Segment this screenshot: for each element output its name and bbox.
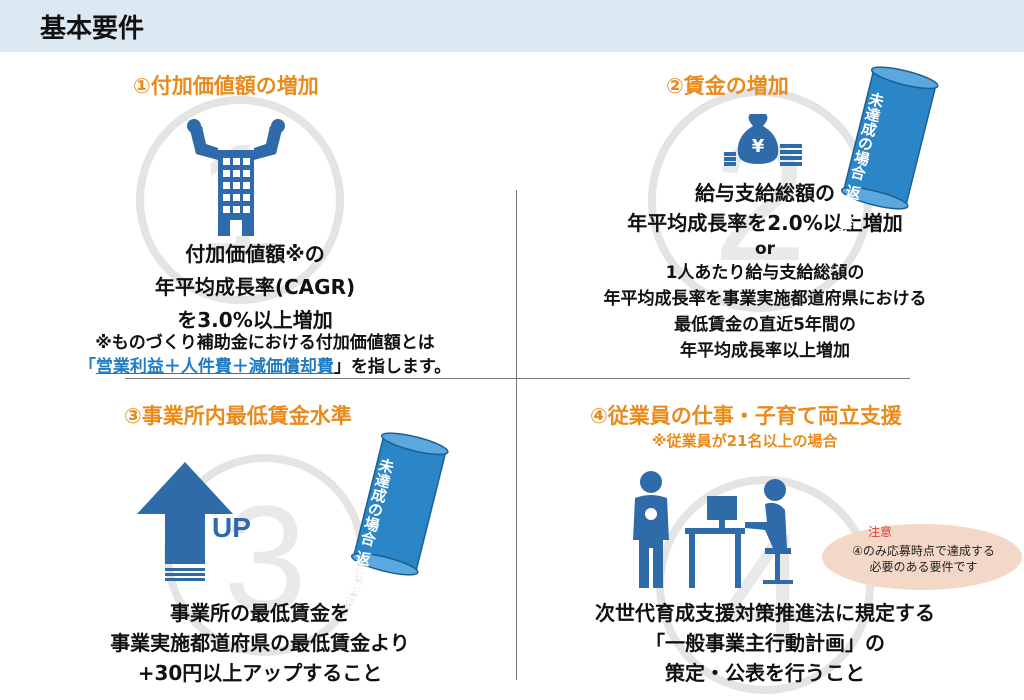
section-3-line-2: 事業実施都道府県の最低賃金より xyxy=(110,631,410,655)
section-2-body: 給与支給総額の 年平均成長率を2.0%以上増加 or 1人あたり給与支給総額の … xyxy=(555,178,975,364)
up-label: UP xyxy=(212,512,251,543)
section-3-title: ③事業所内最低賃金水準 xyxy=(124,404,352,428)
note-line-1: ④のみ応募時点で達成する xyxy=(852,544,995,558)
horizontal-divider xyxy=(125,378,910,379)
section-1-title: ①付加価値額の増加 xyxy=(133,74,319,98)
section-2-line-4: 1人あたり給与支給総額の xyxy=(665,263,865,283)
section-1-note-definition: 「営業利益＋人件費＋減価償却費」を指します。 xyxy=(40,352,490,377)
header-bar: 基本要件 xyxy=(0,0,1024,52)
money-bag-icon: ¥ xyxy=(724,114,802,166)
note-line-2: 必要のある要件です xyxy=(869,560,978,574)
page-title: 基本要件 xyxy=(40,14,145,44)
section-4-line-3: 策定・公表を行うこと xyxy=(665,661,865,685)
section-2-line-2: 年平均成長率を2.0%以上増加 xyxy=(627,211,903,235)
section-4-title: ④従業員の仕事・子育て両立支援 xyxy=(590,404,902,428)
section-4-body: 次世代育成支援対策推進法に規定する 「一般事業主行動計画」の 策定・公表を行うこ… xyxy=(545,598,985,688)
section-1-line-3: を3.0%以上増加 xyxy=(177,308,333,332)
section-4-subtitle: ※従業員が21名以上の場合 xyxy=(652,432,838,450)
section-4-line-2: 「一般事業主行動計画」の xyxy=(645,631,885,655)
quote-close-suffix: 」を指します。 xyxy=(333,357,452,377)
svg-text:3: 3 xyxy=(223,474,306,642)
quote-open: 「 xyxy=(78,357,96,377)
note-body: ④のみ応募時点で達成する 必要のある要件です xyxy=(836,543,1011,575)
section-3-body: 事業所の最低賃金を 事業実施都道府県の最低賃金より +30円以上アップすること xyxy=(90,598,430,688)
parent-and-worker-icon xyxy=(633,471,793,588)
building-flexing-icon xyxy=(187,119,285,236)
note-title: 注意 xyxy=(868,525,893,539)
section-1-body: 付加価値額※の 年平均成長率(CAGR) を3.0%以上増加 xyxy=(120,238,390,337)
repayment-scroll-badge-3 xyxy=(350,432,449,576)
section-4-line-1: 次世代育成支援対策推進法に規定する xyxy=(595,601,935,625)
svg-text:¥: ¥ xyxy=(752,136,765,157)
value-added-definition-link[interactable]: 営業利益＋人件費＋減価償却費 xyxy=(95,357,334,377)
section-1-note: ※ものづくり補助金における付加価値額とは xyxy=(95,333,435,353)
section-3-line-1: 事業所の最低賃金を xyxy=(170,601,350,625)
section-2-line-7: 年平均成長率以上増加 xyxy=(680,341,850,361)
vertical-divider xyxy=(516,190,517,680)
repayment-scroll-badge-2 xyxy=(840,66,939,210)
section-3-line-3: +30円以上アップすること xyxy=(137,661,383,685)
note-bubble xyxy=(822,524,1022,590)
up-arrow-icon xyxy=(137,462,233,581)
section-2-title: ②賃金の増加 xyxy=(666,74,789,98)
section-2-or: or xyxy=(754,239,776,259)
section-2-line-5: 年平均成長率を事業実施都道府県における xyxy=(603,289,927,309)
section-1-line-1: 付加価値額※の xyxy=(185,242,325,266)
section-2-line-6: 最低賃金の直近5年間の xyxy=(674,315,856,335)
section-1-line-2: 年平均成長率(CAGR) xyxy=(154,275,356,299)
section-2-line-1: 給与支給総額の xyxy=(695,181,835,205)
